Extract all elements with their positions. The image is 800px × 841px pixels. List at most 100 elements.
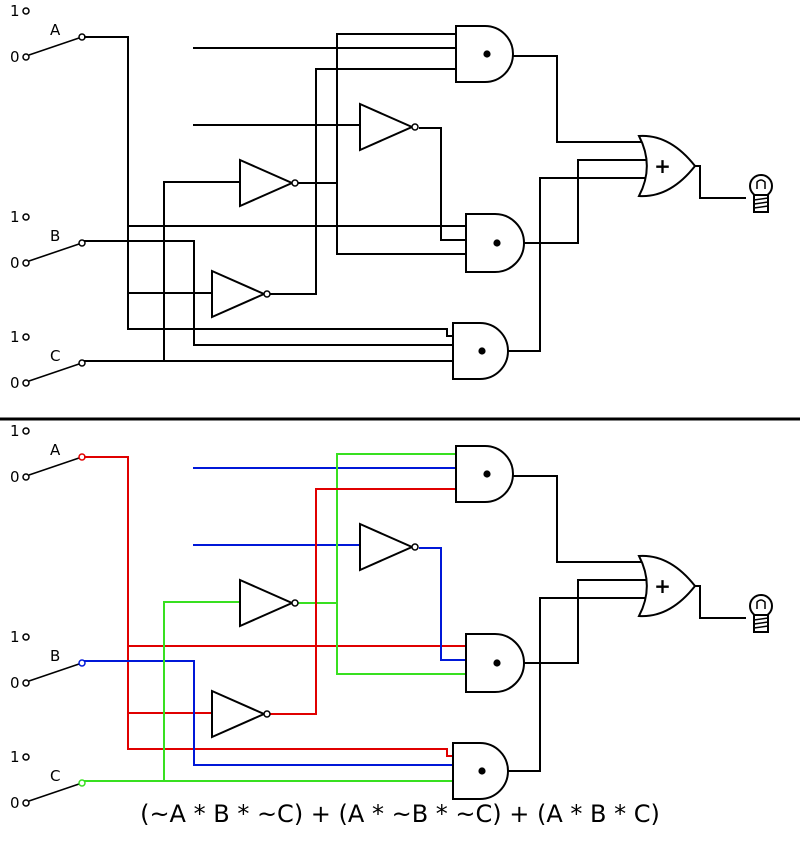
wire-not-c-to-and1 — [298, 453, 457, 604]
or-plus-symbol: + — [654, 574, 671, 598]
bulb-thread — [753, 617, 769, 621]
bulb-thread — [753, 201, 769, 205]
switch-on-terminal — [22, 7, 30, 15]
switch-name-c: C — [50, 767, 60, 785]
bulb-filament — [756, 599, 766, 609]
not-gate-c — [239, 578, 295, 628]
switch-lever[interactable] — [28, 37, 80, 56]
wire-a-main — [84, 456, 454, 757]
switch-off-label: 0 — [10, 374, 20, 392]
switch-lever[interactable] — [28, 457, 80, 476]
wire-not-b-to-and2 — [419, 547, 467, 661]
not-gate-b-bubble — [411, 123, 419, 131]
switch-pivot — [78, 779, 86, 787]
wire-a-main — [84, 36, 454, 337]
light-bulb-icon — [749, 174, 773, 213]
not-gate-b — [359, 522, 415, 572]
switch-name-b: B — [50, 227, 60, 245]
switch-lever[interactable] — [28, 783, 80, 802]
wire-b-to-and3 — [84, 660, 454, 766]
wire-not-c-to-and2 — [336, 182, 467, 255]
switch-lever[interactable] — [28, 363, 80, 382]
and-gate-1-dot — [483, 50, 491, 58]
switch-name-a: A — [50, 441, 61, 459]
switch-b[interactable]: 1 0 B — [10, 208, 86, 272]
or-gate — [637, 554, 697, 618]
not-gate-c — [239, 158, 295, 208]
switch-off-terminal — [22, 259, 30, 267]
not-gate-a-bubble — [263, 710, 271, 718]
switch-off-label: 0 — [10, 468, 20, 486]
not-gate-a — [211, 269, 267, 319]
switch-off-terminal — [22, 53, 30, 61]
wire-not-b-to-and2 — [419, 127, 467, 241]
switch-pivot — [78, 659, 86, 667]
wire-b-to-and3 — [84, 240, 454, 346]
wire-and3-to-or — [504, 597, 652, 772]
not-gate-b — [359, 102, 415, 152]
bulb-glass — [749, 594, 773, 618]
switch-lever[interactable] — [28, 243, 80, 262]
switch-name-a: A — [50, 21, 61, 39]
wire-or-to-bulb — [694, 165, 746, 199]
wire-c-to-not-c — [163, 181, 241, 362]
switch-on-label: 1 — [10, 208, 20, 226]
switch-on-terminal — [22, 213, 30, 221]
switch-off-terminal — [22, 799, 30, 807]
wire-and1-to-or — [509, 55, 652, 143]
switch-c[interactable]: 10C — [10, 328, 86, 392]
switch-off-terminal — [22, 379, 30, 387]
light-bulb-icon — [749, 594, 773, 633]
switch-c[interactable]: 1 0 C — [10, 748, 86, 812]
bulb-filament — [756, 179, 766, 189]
not-gate-c-bubble — [291, 179, 299, 187]
and-gate-3-dot — [478, 767, 486, 775]
wire-not-c-to-and1 — [298, 33, 457, 184]
switch-on-label: 1 — [10, 2, 20, 20]
wire-and1-to-or — [509, 475, 652, 563]
switch-off-terminal — [22, 473, 30, 481]
switch-on-terminal — [22, 427, 30, 435]
switch-off-label: 0 — [10, 794, 20, 812]
switch-pivot — [78, 359, 86, 367]
boolean-expression: (~A * B * ~C) + (A * ~B * ~C) + (A * B *… — [140, 800, 660, 828]
wire-c-to-not-c — [163, 601, 241, 782]
switch-on-terminal — [22, 633, 30, 641]
bulb-thread — [753, 621, 769, 625]
switch-lever[interactable] — [28, 663, 80, 682]
switch-off-label: 0 — [10, 674, 20, 692]
bulb-thread — [753, 205, 769, 209]
switch-pivot — [78, 239, 86, 247]
wire-not-a-to-and1 — [269, 488, 457, 715]
and-gate-3-dot — [478, 347, 486, 355]
or-gate — [637, 134, 697, 198]
switch-name-c: C — [50, 347, 60, 365]
switch-off-label: 0 — [10, 254, 20, 272]
not-gate-b-bubble — [411, 543, 419, 551]
switch-on-label: 1 — [10, 628, 20, 646]
and-gate-2-dot — [493, 659, 501, 667]
wire-and2-to-or — [521, 159, 658, 244]
switch-on-terminal — [22, 333, 30, 341]
wire-not-c-to-and2 — [336, 602, 467, 675]
switch-off-terminal — [22, 679, 30, 687]
switch-on-label: 1 — [10, 422, 20, 440]
switch-name-b: B — [50, 647, 60, 665]
bulb-thread — [753, 625, 769, 629]
switch-a[interactable]: 1 0 A — [10, 422, 86, 486]
switch-a[interactable]: 1 0 A — [10, 2, 86, 66]
bulb-thread — [753, 197, 769, 201]
and-gate-2-dot — [493, 239, 501, 247]
and-gate-1-dot — [483, 470, 491, 478]
wire-not-a-to-and1 — [269, 68, 457, 295]
or-plus-symbol: + — [654, 154, 671, 178]
switch-b[interactable]: 1 0 B — [10, 628, 86, 692]
switch-on-terminal — [22, 753, 30, 761]
wire-or-to-bulb — [694, 585, 746, 619]
switch-off-label: 0 — [10, 48, 20, 66]
not-gate-a — [211, 689, 267, 739]
switch-on-label: 1 — [10, 748, 20, 766]
not-gate-c-bubble — [291, 599, 299, 607]
